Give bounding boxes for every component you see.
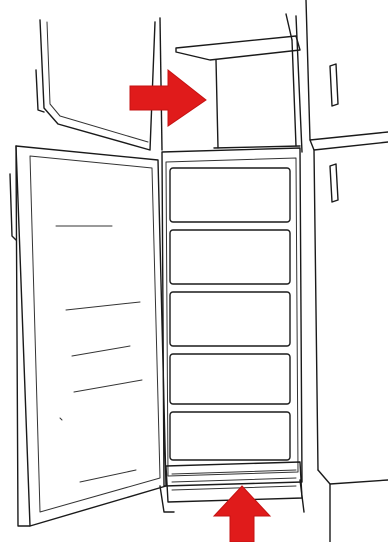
upper-cabinet-door: [36, 18, 162, 150]
upper-cabinet-compartment: [176, 14, 302, 152]
drawer-5: [170, 412, 290, 460]
drawer-3: [170, 292, 290, 346]
cabinet-handle-lower-icon: [330, 164, 338, 202]
adjacent-cabinet: [306, 0, 388, 542]
drawer-2: [170, 230, 290, 284]
cabinet-handle-upper-icon: [330, 64, 338, 106]
drawer-4: [170, 354, 290, 404]
top-cabinet-arrow: [130, 70, 206, 126]
freezer-cabinet: [162, 148, 302, 486]
freezer-drawers: [170, 168, 290, 460]
freezer-door: [10, 146, 166, 526]
drawer-1: [170, 168, 290, 222]
base-grille-arrow: [214, 486, 270, 542]
